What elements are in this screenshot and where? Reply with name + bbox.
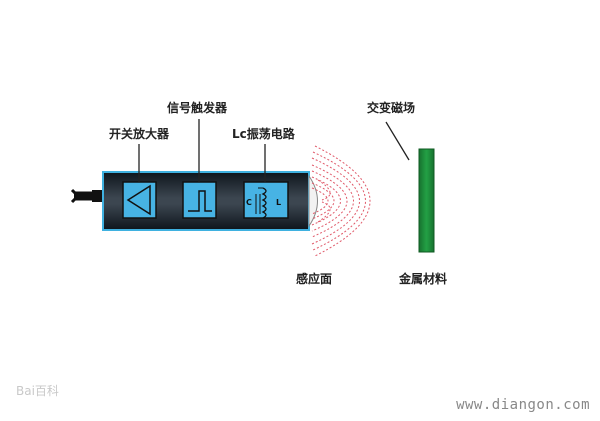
label-sensing-face: 感应面 — [296, 272, 333, 286]
trigger-block — [182, 181, 217, 219]
magnetic-field-lines — [311, 145, 371, 257]
label-oscillator: Lc振荡电路 — [232, 127, 295, 141]
pulse-icon — [188, 190, 212, 212]
amplifier-triangle-icon — [126, 184, 151, 216]
capacitor-mark: C — [246, 198, 252, 207]
leader-lines — [138, 119, 410, 182]
inductor-mark: L — [276, 198, 281, 207]
label-amplifier: 开关放大器 — [109, 127, 170, 141]
metal-plate — [418, 148, 435, 253]
sensing-face-cap — [308, 174, 318, 228]
label-field: 交变磁场 — [367, 101, 416, 115]
label-trigger: 信号触发器 — [167, 101, 228, 115]
lc-oscillator-block: C L — [243, 181, 289, 219]
label-metal: 金属材料 — [399, 272, 448, 286]
amplifier-block — [122, 181, 157, 219]
site-watermark: www.diangon.com — [456, 397, 590, 413]
cable — [70, 188, 104, 204]
coil-icon — [255, 187, 267, 219]
baike-watermark: Bai百科 — [16, 384, 59, 398]
